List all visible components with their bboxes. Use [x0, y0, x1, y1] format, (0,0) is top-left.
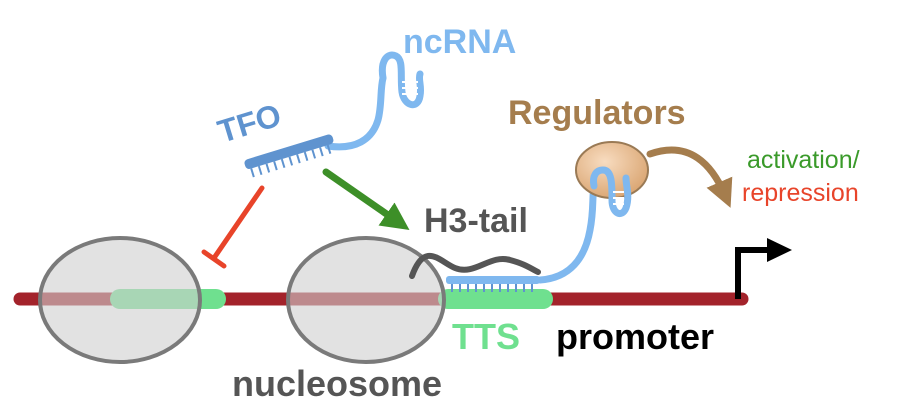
activation-label: activation/: [747, 146, 860, 174]
ncrna-free-strand: [324, 74, 387, 151]
nucleosome-label: nucleosome: [232, 363, 442, 404]
nucleosome-right: [286, 236, 446, 364]
ncrna-free-hairpin: [378, 51, 425, 109]
inhibition-bar: [201, 249, 227, 269]
ncrna-bound-strand: [536, 182, 598, 284]
regulation-arrow: [646, 146, 733, 208]
h3-tail-label: H3-tail: [424, 202, 528, 240]
hairpin-rungs-top: [402, 81, 418, 95]
tts-label: TTS: [452, 316, 520, 357]
hairpin-rungs-right: [613, 191, 624, 205]
promoter-arrow: [735, 247, 768, 299]
tfo-label: TFO: [214, 97, 286, 150]
promoter-label: promoter: [556, 316, 714, 357]
inhibition-line: [211, 185, 265, 261]
promoter-arrow-head: [767, 238, 792, 262]
ncrna-label: ncRNA: [403, 23, 516, 61]
ncrna-bound-hairpin: [590, 166, 632, 217]
tfo-bound-strand: [446, 276, 540, 284]
repression-label: repression: [742, 179, 859, 207]
nucleosome-left: [38, 236, 202, 364]
tfo-bound-teeth: [451, 284, 533, 292]
green-arrow: [322, 168, 410, 230]
tfo-strand: [244, 134, 334, 178]
regulators-label: Regulators: [508, 94, 686, 132]
h3-tail-squiggle: [409, 252, 541, 279]
